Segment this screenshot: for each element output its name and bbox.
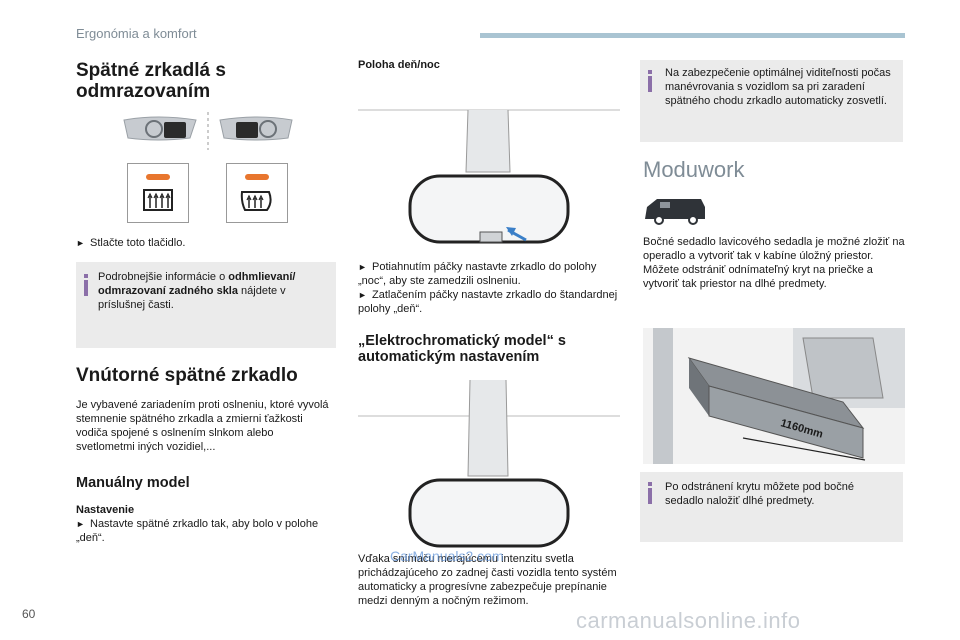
bullet-icon: ► [358, 262, 367, 272]
page-number: 60 [22, 607, 36, 621]
mirror-defrost-icon [240, 191, 272, 211]
info-box-long-items: Po odstránení krytu môžete pod bočné sed… [640, 472, 903, 542]
footer-watermark: carmanualsonline.info [576, 608, 801, 633]
setting-label: Nastavenie [76, 504, 135, 516]
moduwork-cabin-illustration [643, 328, 905, 464]
electrochromatic-text: Vďaka snímaču merajúcemu intenzitu svetl… [358, 553, 617, 607]
watermark: CarManuals2.com [390, 548, 504, 564]
rear-defrost-button[interactable] [127, 163, 189, 223]
day-night-mirror-illustration [358, 109, 620, 244]
indicator-led [146, 174, 170, 180]
electrochromatic-mirror-illustration [358, 380, 620, 548]
inner-mirror-text: Je vybavené zariadením proti oslneniu, k… [76, 399, 329, 453]
bullet-icon: ► [358, 290, 367, 300]
info-icon [84, 274, 88, 296]
moduwork-text: Bočné sedadlo lavicového sedadla je možn… [643, 236, 905, 290]
inner-mirror-title: Vnútorné spätné zrkadlo [76, 365, 298, 386]
day-night-bullets: ►Potiahnutím páčky nastavte zrkadlo do p… [358, 261, 618, 315]
heated-mirrors-title: Spätné zrkadlá s odmrazovaním [76, 60, 226, 102]
info-box-defrost: Podrobnejšie informácie o odhmlievaní/ o… [76, 262, 336, 348]
header-bar [480, 33, 905, 38]
info-icon [648, 482, 652, 504]
setting-instruction: ►Nastavte spätné zrkadlo tak, aby bolo v… [76, 518, 319, 544]
door-mirrors-illustration [123, 112, 293, 150]
moduwork-title: Moduwork [643, 157, 745, 182]
day-night-title: Poloha deň/noc [358, 59, 440, 71]
manual-model-title: Manuálny model [76, 475, 190, 491]
section-title: Ergonómia a komfort [76, 26, 197, 41]
rear-window-defrost-icon [143, 189, 173, 211]
indicator-led [245, 174, 269, 180]
info-icon [648, 70, 652, 92]
press-button-instruction: ►Stlačte toto tlačidlo. [76, 237, 186, 249]
info-box-reverse: Na zabezpečenie optimálnej viditeľnosti … [640, 60, 903, 142]
mirror-defrost-button[interactable] [226, 163, 288, 223]
electrochromatic-title: „Elektrochromatický model“ s automatický… [358, 333, 566, 365]
bullet-icon: ► [76, 238, 85, 248]
van-icon [645, 199, 705, 225]
bullet-icon: ► [76, 519, 85, 529]
